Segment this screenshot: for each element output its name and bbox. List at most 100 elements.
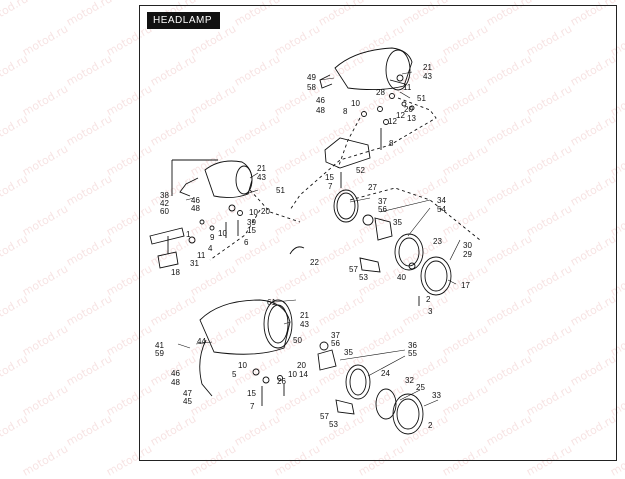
callout-57: 57	[349, 265, 358, 274]
callout-48: 48	[316, 106, 325, 115]
callout-10: 10	[351, 99, 360, 108]
callout-51b: 51	[276, 186, 285, 195]
callout-47: 47	[183, 389, 192, 398]
callout-44: 44	[197, 337, 206, 346]
callout-41: 41	[155, 341, 164, 350]
callout-38: 38	[160, 191, 169, 200]
callout-32: 32	[405, 376, 414, 385]
callout-26: 26	[277, 377, 286, 386]
callout-46: 46	[316, 96, 325, 105]
callout-14: 14	[299, 370, 308, 379]
callout-54: 54	[437, 205, 446, 214]
callout-48b: 48	[191, 204, 200, 213]
callout-22: 22	[310, 258, 319, 267]
callout-50: 50	[293, 336, 302, 345]
upper-headlamp-bucket	[319, 47, 413, 91]
callout-5: 5	[232, 370, 237, 379]
callout-12b: 12	[388, 117, 397, 126]
mount-bracket	[324, 137, 371, 169]
callout-53: 53	[359, 273, 368, 282]
callout-35: 35	[393, 218, 402, 227]
lower-hardware	[252, 368, 285, 406]
callout-17: 17	[461, 281, 470, 290]
callout-21c: 21	[300, 311, 309, 320]
callout-28: 28	[376, 88, 385, 97]
callout-2: 2	[426, 295, 431, 304]
callout-24: 24	[381, 369, 390, 378]
callout-57b: 57	[320, 412, 329, 421]
callout-8b: 8	[389, 139, 394, 148]
callout-45: 45	[183, 397, 192, 406]
callout-34: 34	[437, 196, 446, 205]
callout-20b: 20	[261, 207, 270, 216]
callout-51: 51	[417, 94, 426, 103]
callout-1: 1	[186, 230, 191, 239]
callout-15b: 15	[247, 226, 256, 235]
exploded-view-drawing: 49 58 46 48 10 8 21 43 11 51 28 20 12 13…	[149, 47, 481, 435]
callout-10c: 10	[218, 229, 227, 238]
callout-36: 36	[408, 341, 417, 350]
callout-15c: 15	[247, 389, 256, 398]
callout-60: 60	[160, 207, 169, 216]
mid-lamp-exploded	[333, 189, 452, 306]
callout-10b: 10	[249, 208, 258, 217]
turn-signal-clamp	[149, 227, 196, 269]
callout-61: 61	[267, 298, 276, 307]
callout-52: 52	[356, 166, 365, 175]
callout-11b: 11	[197, 251, 206, 260]
mid-hardware	[199, 204, 243, 238]
callout-21: 21	[423, 63, 432, 72]
callout-13: 13	[407, 114, 416, 123]
callout-10d: 10	[238, 361, 247, 370]
callout-29: 29	[463, 250, 472, 259]
assembly-guides	[209, 97, 481, 261]
callout-23: 23	[433, 237, 442, 246]
callout-18: 18	[171, 268, 180, 277]
callout-46c: 46	[171, 369, 180, 378]
lower-lamp-exploded	[317, 341, 424, 435]
callout-31: 31	[190, 259, 199, 268]
callout-2b: 2	[428, 421, 433, 430]
callout-56b: 56	[331, 339, 340, 348]
callout-43c: 43	[300, 320, 309, 329]
callout-10e: 10	[288, 370, 297, 379]
callout-33: 33	[432, 391, 441, 400]
callout-6: 6	[244, 238, 249, 247]
leader-lines	[177, 71, 461, 407]
diagram-frame	[139, 5, 617, 461]
callout-56: 56	[378, 205, 387, 214]
callout-49: 49	[307, 73, 316, 82]
callout-43: 43	[423, 72, 432, 81]
callout-15: 15	[325, 173, 334, 182]
callout-59: 59	[155, 349, 164, 358]
callout-39: 39	[247, 218, 256, 227]
diagram-title: HEADLAMP	[147, 12, 221, 29]
callout-43b: 43	[257, 173, 266, 182]
callout-21b: 21	[257, 164, 266, 173]
callout-12: 12	[396, 111, 405, 120]
callout-37: 37	[378, 197, 387, 206]
callout-37b: 37	[331, 331, 340, 340]
callout-42: 42	[160, 199, 169, 208]
callout-numbers: 49 58 46 48 10 8 21 43 11 51 28 20 12 13…	[155, 63, 472, 430]
callout-7b: 7	[250, 402, 255, 411]
callout-46b: 46	[191, 196, 200, 205]
callout-27: 27	[368, 183, 377, 192]
callout-4: 4	[208, 244, 213, 253]
callout-48c: 48	[171, 378, 180, 387]
callout-9: 9	[210, 233, 215, 242]
callout-25: 25	[416, 383, 425, 392]
callout-11: 11	[403, 83, 412, 92]
mid-headlamp-bucket	[171, 159, 253, 199]
lower-headlamp-bucket	[199, 299, 293, 397]
callout-7: 7	[328, 182, 333, 191]
callout-35b: 35	[344, 348, 353, 357]
callout-58: 58	[307, 83, 316, 92]
callout-30: 30	[463, 241, 472, 250]
callout-40: 40	[397, 273, 406, 282]
callout-8: 8	[343, 107, 348, 116]
upper-hardware	[361, 93, 415, 150]
callout-20c: 20	[297, 361, 306, 370]
callout-3: 3	[428, 307, 433, 316]
wire	[289, 246, 305, 255]
